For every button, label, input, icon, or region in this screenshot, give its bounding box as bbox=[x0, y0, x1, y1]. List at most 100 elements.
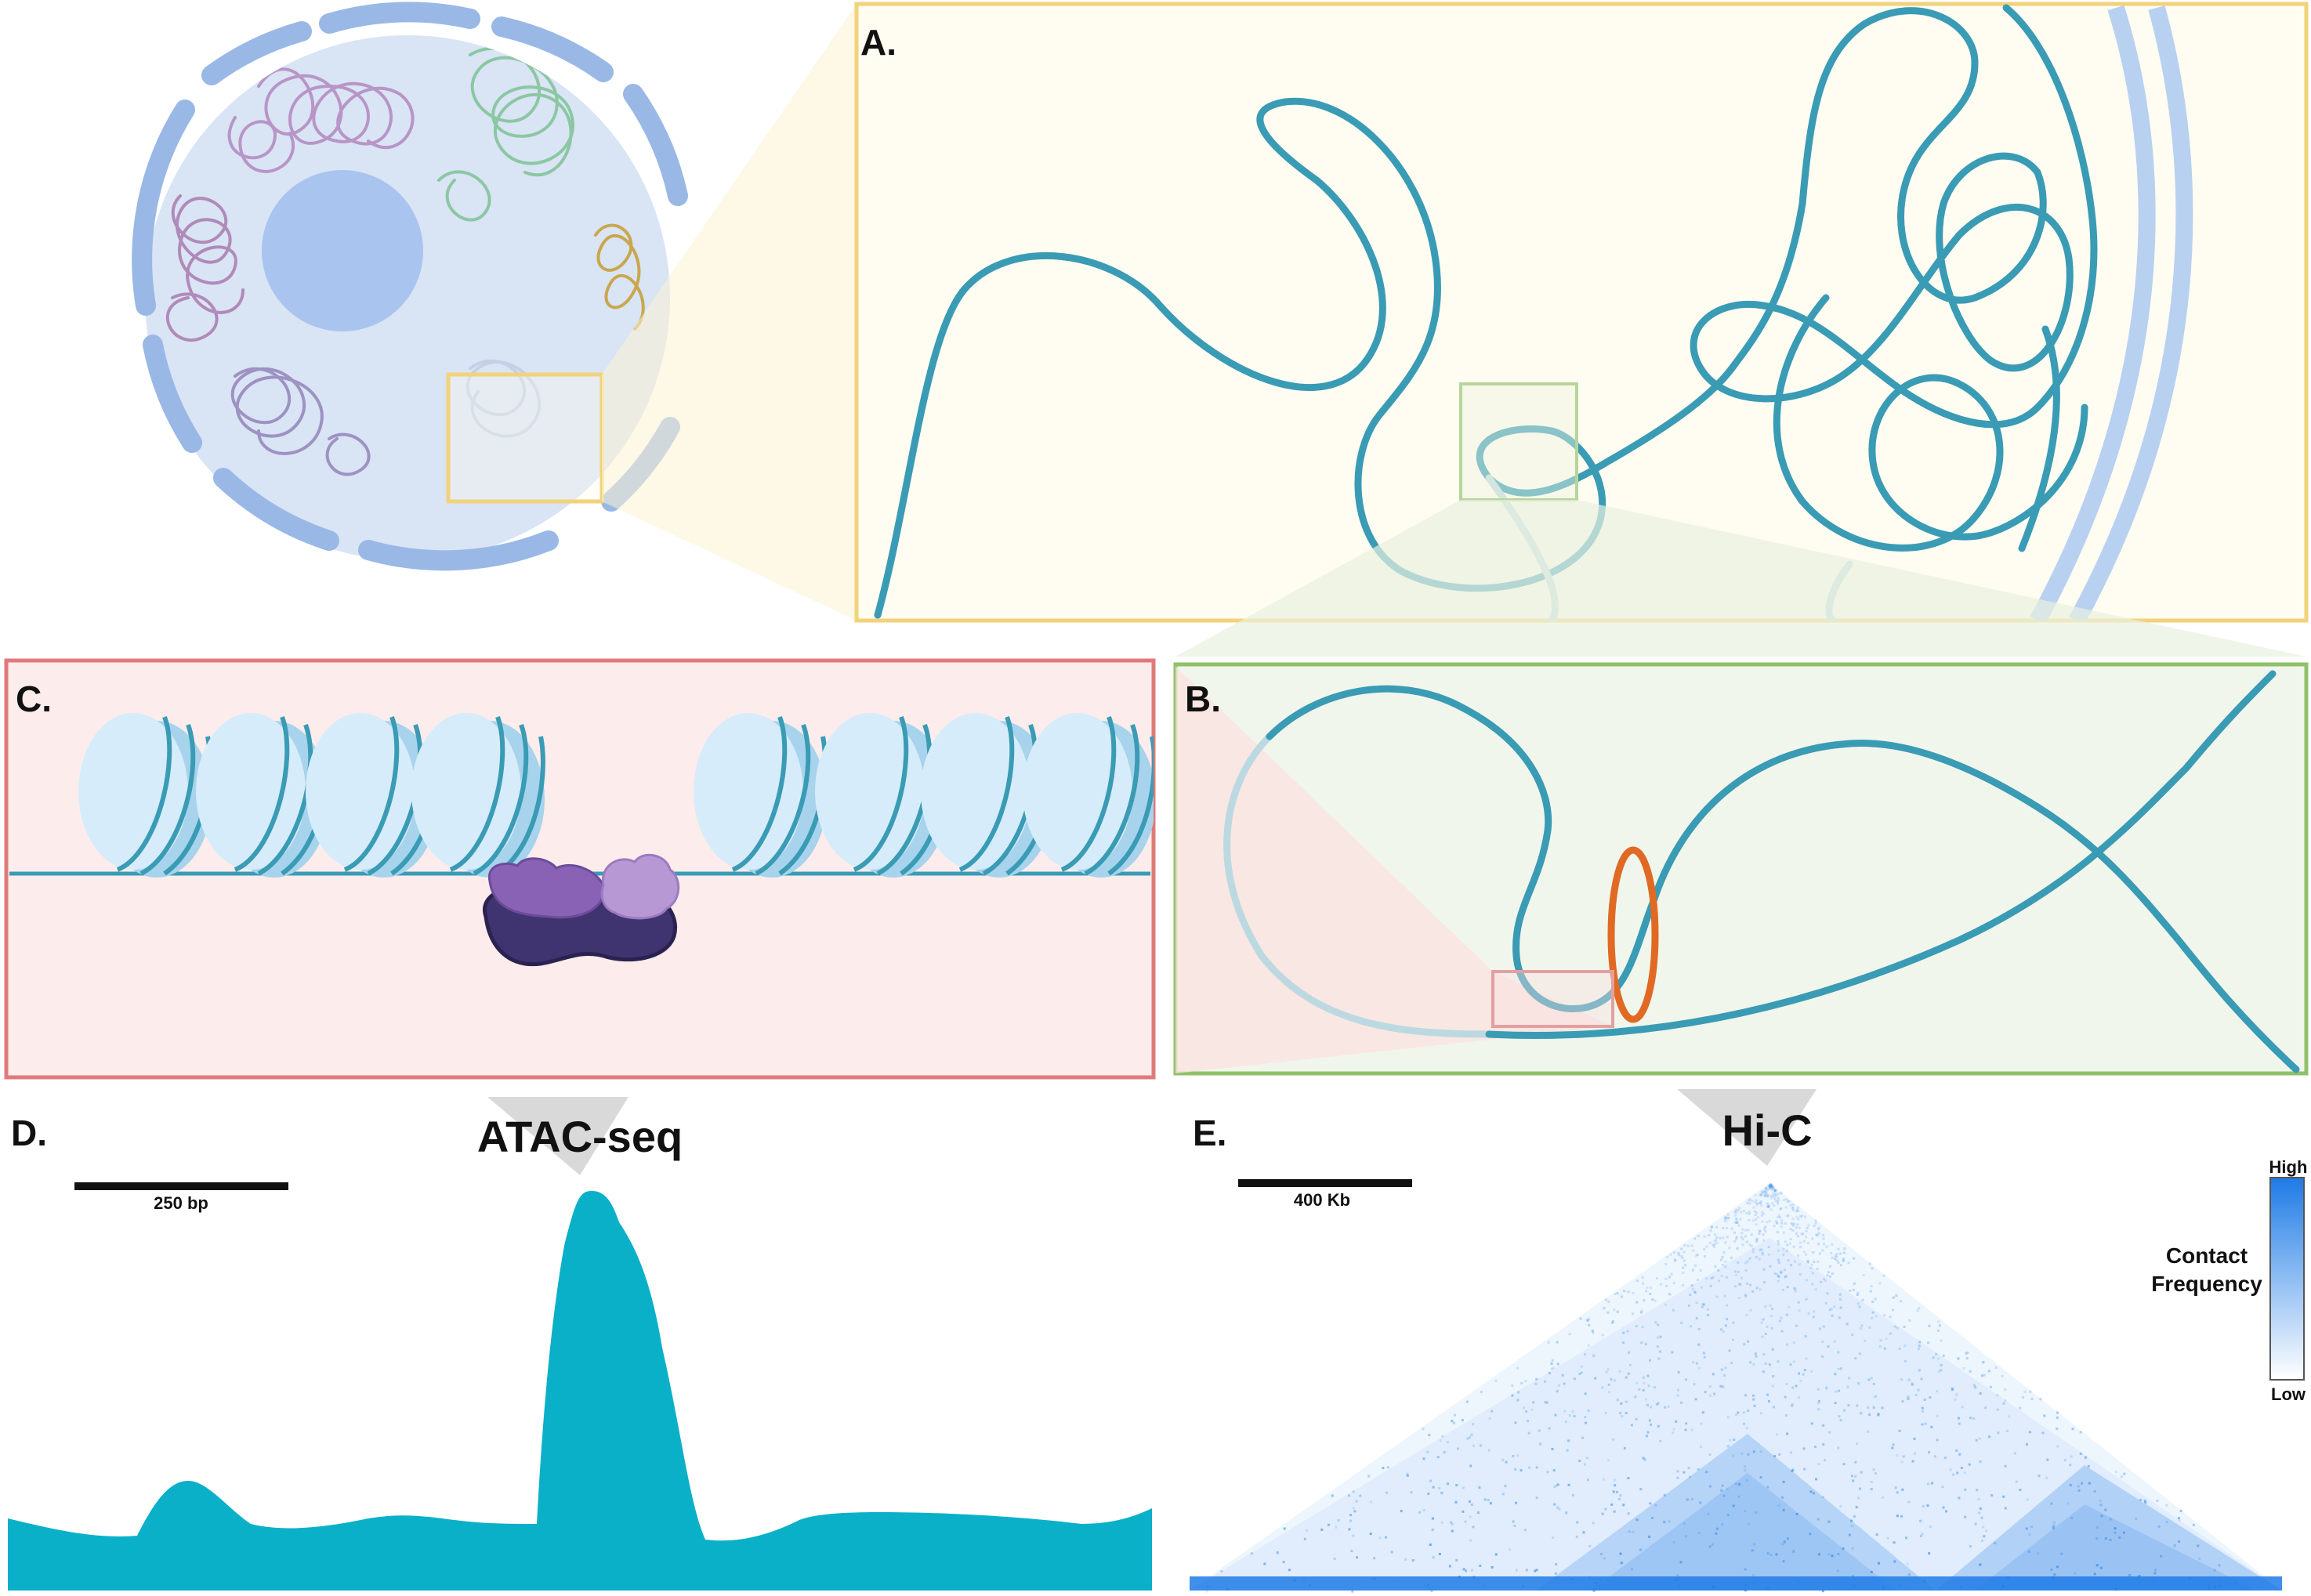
hic-contact-speckle bbox=[1458, 1576, 1461, 1578]
hic-contact-speckle bbox=[1708, 1234, 1711, 1236]
hic-contact-speckle bbox=[1780, 1192, 1783, 1195]
hic-contact-speckle bbox=[1723, 1374, 1726, 1377]
hic-contact-speckle bbox=[2104, 1508, 2107, 1511]
atac-seq-title: ATAC-seq bbox=[477, 1112, 683, 1161]
hic-contact-speckle bbox=[1920, 1377, 1923, 1381]
hic-contact-speckle bbox=[1921, 1410, 1924, 1413]
hic-contact-speckle bbox=[2213, 1585, 2216, 1588]
hic-contact-speckle bbox=[1847, 1261, 1850, 1265]
hic-contact-speckle bbox=[1748, 1202, 1751, 1205]
hic-contact-speckle bbox=[1792, 1245, 1795, 1248]
hic-contact-speckle bbox=[1355, 1500, 1358, 1503]
hic-contact-speckle bbox=[1618, 1370, 1621, 1373]
hic-contact-speckle bbox=[1770, 1315, 1773, 1317]
hic-contact-speckle bbox=[1736, 1221, 1739, 1224]
hic-contact-speckle bbox=[1728, 1247, 1731, 1250]
hic-contact-speckle bbox=[1320, 1528, 1324, 1531]
hic-contact-speckle bbox=[1752, 1398, 1755, 1401]
hic-contact-speckle bbox=[1282, 1561, 1285, 1564]
hic-contact-speckle bbox=[1907, 1587, 1911, 1589]
hic-contact-speckle bbox=[1752, 1573, 1755, 1576]
hic-contact-speckle bbox=[1645, 1290, 1647, 1293]
hic-contact-speckle bbox=[1740, 1452, 1744, 1455]
legend-high-label: High bbox=[2269, 1157, 2308, 1177]
hic-contact-speckle bbox=[1736, 1247, 1739, 1250]
hic-contact-speckle bbox=[1737, 1411, 1740, 1414]
contact-frequency-legend: High Low Contact Frequency bbox=[2151, 1157, 2307, 1404]
hic-contact-speckle bbox=[1666, 1256, 1669, 1259]
chromosome-territory-gold bbox=[594, 223, 645, 331]
hic-contact-speckle bbox=[1799, 1214, 1802, 1218]
hic-contact-speckle bbox=[1561, 1373, 1564, 1377]
hic-contact-speckle bbox=[1768, 1184, 1771, 1187]
hic-contact-speckle bbox=[1785, 1275, 1788, 1278]
hic-contact-speckle bbox=[1550, 1362, 1553, 1365]
hic-contact-speckle bbox=[1755, 1202, 1759, 1205]
hic-contact-speckle bbox=[1664, 1277, 1668, 1280]
hic-contact-speckle bbox=[1469, 1539, 1472, 1542]
hic-contact-speckle bbox=[1723, 1216, 1726, 1219]
hic-contact-speckle bbox=[1439, 1439, 1442, 1442]
hic-contact-speckle bbox=[1769, 1305, 1772, 1307]
hic-contact-speckle bbox=[1853, 1257, 1856, 1260]
hic-contact-speckle bbox=[1806, 1260, 1809, 1263]
hic-contact-speckle bbox=[1859, 1487, 1861, 1490]
hic-contact-speckle bbox=[1839, 1264, 1842, 1267]
hic-contact-speckle bbox=[1744, 1568, 1747, 1571]
hic-contact-speckle bbox=[1795, 1384, 1798, 1388]
hic-contact-speckle bbox=[1893, 1325, 1896, 1328]
hic-contact-speckle bbox=[1900, 1460, 1903, 1464]
hic-contact-speckle bbox=[1994, 1366, 1998, 1369]
hic-contact-speckle bbox=[1762, 1212, 1766, 1215]
hic-contact-speckle bbox=[1936, 1390, 1939, 1393]
hic-contact-speckle bbox=[1468, 1500, 1471, 1503]
hic-contact-speckle bbox=[1679, 1401, 1683, 1404]
hic-contact-speckle bbox=[1930, 1425, 1933, 1428]
hic-contact-speckle bbox=[1440, 1491, 1443, 1494]
hic-contact-speckle bbox=[1715, 1295, 1719, 1298]
hic-contact-speckle bbox=[1914, 1394, 1918, 1396]
chromosome-territory-green bbox=[437, 47, 574, 222]
hic-contact-speckle bbox=[1755, 1203, 1759, 1207]
panel-a-zoom-box bbox=[1459, 382, 1578, 501]
hic-contact-speckle bbox=[1769, 1195, 1773, 1198]
hic-contact-speckle bbox=[1556, 1390, 1559, 1393]
hic-contact-speckle bbox=[1686, 1244, 1690, 1247]
hic-contact-speckle bbox=[1584, 1416, 1587, 1419]
hic-contact-speckle bbox=[2112, 1578, 2115, 1581]
hic-contact-speckle bbox=[1709, 1284, 1712, 1287]
hic-contact-speckle bbox=[1816, 1234, 1819, 1237]
hic-contact-speckle bbox=[1745, 1314, 1748, 1317]
hic-contact-speckle bbox=[1776, 1231, 1779, 1234]
hic-contact-speckle bbox=[1846, 1323, 1849, 1326]
hic-contact-speckle bbox=[1703, 1303, 1706, 1306]
hic-contact-speckle bbox=[1724, 1241, 1727, 1244]
hic-contact-speckle bbox=[1744, 1229, 1748, 1232]
hic-contact-speckle bbox=[1543, 1380, 1546, 1383]
hic-contact-speckle bbox=[1752, 1248, 1755, 1250]
hic-contact-speckle bbox=[1804, 1335, 1807, 1338]
hic-contact-speckle bbox=[1958, 1453, 1961, 1456]
hic-contact-speckle bbox=[1762, 1268, 1766, 1271]
hic-contact-speckle bbox=[1765, 1192, 1768, 1196]
hic-contact-speckle bbox=[1835, 1255, 1838, 1258]
hic-contact-speckle bbox=[1774, 1192, 1777, 1196]
hic-contact-speckle bbox=[1798, 1246, 1802, 1249]
hic-contact-speckle bbox=[1919, 1535, 1922, 1538]
hic-contact-speckle bbox=[1770, 1196, 1773, 1200]
hic-contact-speckle bbox=[1831, 1554, 1834, 1558]
hic-contact-speckle bbox=[1469, 1436, 1471, 1439]
hic-contact-speckle bbox=[1683, 1522, 1686, 1525]
hic-contact-speckle bbox=[1782, 1508, 1785, 1511]
hic-contact-speckle bbox=[1722, 1236, 1725, 1240]
hic-contact-speckle bbox=[1672, 1541, 1675, 1544]
hic-contact-speckle bbox=[2118, 1536, 2121, 1539]
hic-contact-speckle bbox=[1750, 1233, 1753, 1236]
hic-contact-speckle bbox=[1749, 1283, 1752, 1287]
hic-contact-speckle bbox=[1842, 1251, 1846, 1254]
hic-contact-speckle bbox=[1369, 1500, 1372, 1504]
hic-contact-speckle bbox=[1556, 1483, 1559, 1486]
hic-contact-speckle bbox=[1465, 1569, 1468, 1572]
hic-contact-speckle bbox=[1693, 1290, 1696, 1294]
hic-contact-speckle bbox=[1764, 1187, 1767, 1190]
